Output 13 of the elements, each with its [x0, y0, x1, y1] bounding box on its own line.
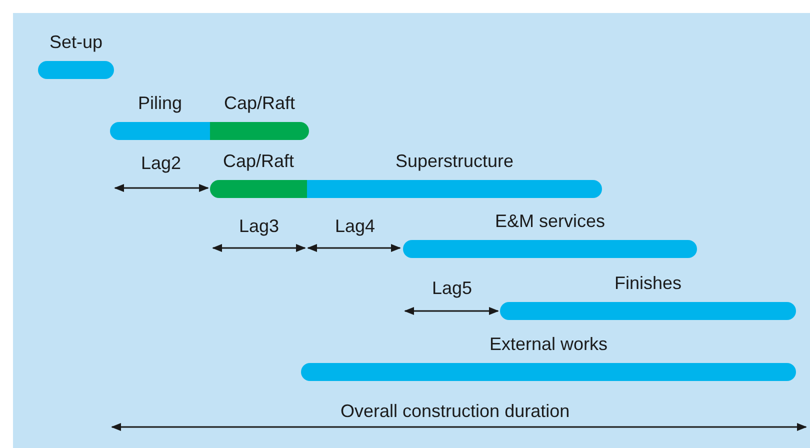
lag-label: Lag5	[432, 277, 472, 299]
lag-label: Lag2	[141, 152, 182, 174]
task-label: Cap/Raft	[224, 92, 296, 114]
task-label: Cap/Raft	[222, 150, 294, 172]
task-label: Finishes	[614, 272, 682, 294]
task-label: Piling	[138, 92, 182, 114]
task-label: External works	[489, 333, 608, 355]
task-label: Set-up	[49, 31, 103, 53]
lag-label: Lag3	[239, 215, 280, 237]
task-label: Superstructure	[395, 150, 514, 172]
lag-label: Lag4	[335, 215, 376, 237]
duration-label: Overall construction duration	[340, 400, 570, 422]
task-label: E&M services	[494, 210, 606, 232]
